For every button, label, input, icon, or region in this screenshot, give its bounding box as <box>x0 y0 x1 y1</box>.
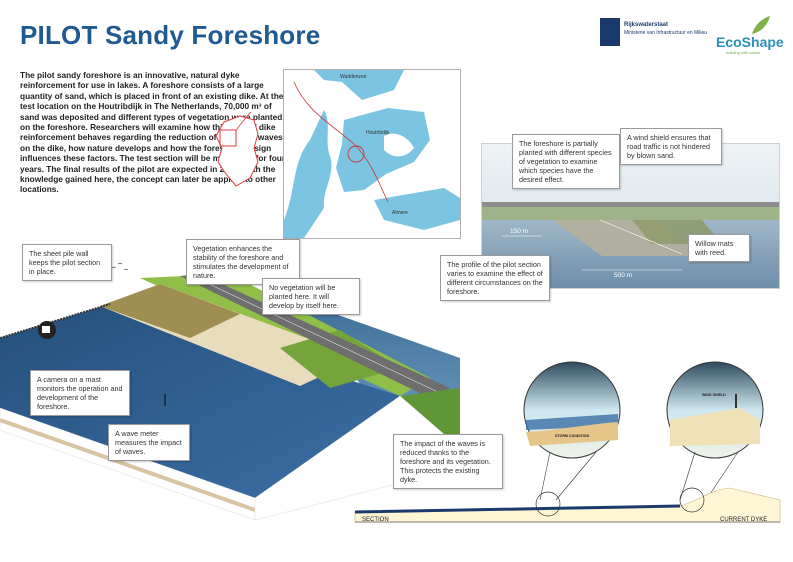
page-title: PILOT Sandy Foreshore <box>20 20 321 50</box>
section-label: SECTION <box>362 517 389 523</box>
callout-willow: Willow mats with reed. <box>688 234 750 262</box>
callout-partially-planted: The foreshore is partially planted with … <box>512 134 620 189</box>
cross-section-diagram <box>354 361 781 523</box>
callout-vegetation: Vegetation enhances the stability of the… <box>186 239 300 285</box>
callout-wind-shield: A wind shield ensures that road traffic … <box>620 128 722 165</box>
map-label-almere: Almere <box>392 210 408 216</box>
leaf-icon <box>752 16 770 34</box>
map-label-houtribdijk: Houtribdijk <box>366 130 390 136</box>
dike-illustration <box>0 262 460 521</box>
rws-logo-line2: Ministerie van Infrastructuur en Milieu <box>624 30 708 36</box>
current-dyke-label: CURRENT DYKE <box>720 517 768 523</box>
netherlands-outline-map <box>215 112 259 187</box>
storm-condition-label: STORM CONDITION <box>555 434 590 438</box>
callout-no-vegetation: No vegetation will be planted here. It w… <box>262 278 360 315</box>
callout-impact: The impact of the waves is reduced thank… <box>393 434 503 489</box>
rws-logo-line1: Rijkswaterstaat <box>624 22 669 28</box>
location-map: Waddenzee Houtribdijk Almere <box>283 69 461 239</box>
dimension-500m: 500 m <box>614 272 633 279</box>
ecoshape-tagline: building with nature <box>726 50 761 55</box>
dimension-150m: 150 m <box>510 228 529 235</box>
map-label-waddenzee: Waddenzee <box>340 74 367 80</box>
aerial-photo-illustration <box>482 144 779 288</box>
callout-camera: A camera on a mast monitors the operatio… <box>30 370 130 416</box>
aerial-photo: 150 m 500 m <box>481 143 780 289</box>
rijkswaterstaat-logo <box>600 18 620 46</box>
callout-wave-meter: A wave meter measures the impact of wave… <box>108 424 190 461</box>
callout-sheet-pile: The sheet pile wall keeps the pilot sect… <box>22 244 112 281</box>
wind-shield-label: WIND SHIELD <box>702 393 726 397</box>
ecoshape-logo: EcoShape <box>716 34 784 50</box>
callout-profile: The profile of the pilot section varies … <box>440 255 550 301</box>
intro-paragraph: The pilot sandy foreshore is an innovati… <box>20 70 286 195</box>
lake-map <box>284 70 460 238</box>
